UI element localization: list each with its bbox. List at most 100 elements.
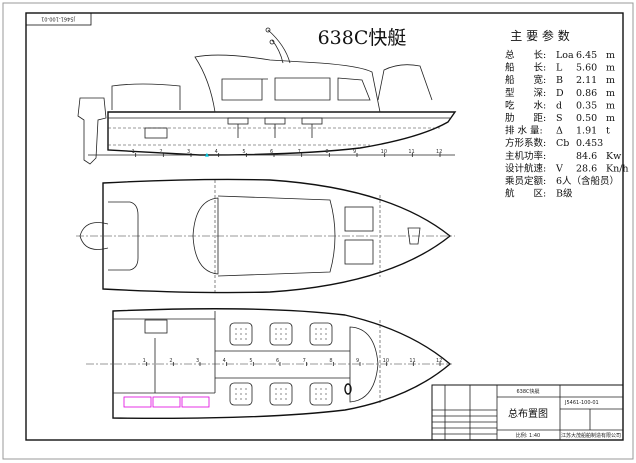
chair <box>229 382 253 406</box>
spec-label: 主机功率: <box>505 150 546 162</box>
spec-value: 84.6 <box>576 151 597 162</box>
deck-plan-view <box>76 178 455 294</box>
deck-outline <box>102 178 452 294</box>
hull-plan-outline <box>112 308 452 420</box>
spec-value: 28.6 <box>576 163 597 174</box>
spec-unit: m <box>606 50 615 61</box>
title-block-vessel: 638C快艇 <box>516 388 539 395</box>
spec-unit: m <box>606 100 615 111</box>
stern-seating-rail <box>111 83 181 110</box>
spec-label: 肋 距: <box>505 112 546 124</box>
spec-label: 乘员定额: <box>505 175 546 187</box>
battery-1 <box>123 396 152 408</box>
spec-value: 0.453 <box>576 138 603 149</box>
station-label: 7 <box>303 358 306 364</box>
station-label: 3 <box>196 358 199 364</box>
anchor-hatch <box>407 227 421 245</box>
spec-value: 0.50 <box>576 113 597 124</box>
station-label: 3 <box>187 149 190 155</box>
spec-value: 2.11 <box>576 75 597 86</box>
hatch-stbd <box>344 239 374 265</box>
drawing-title: 638C快艇 <box>318 27 407 49</box>
station-label: 6 <box>276 358 279 364</box>
windshield-rail <box>377 64 433 101</box>
spec-label: 航 区: <box>505 188 546 200</box>
spec-label: 吃 水: <box>505 99 546 111</box>
station-label: 9 <box>353 149 356 155</box>
spec-symbol: V <box>555 163 563 174</box>
station-label: 11 <box>408 149 414 155</box>
battery-2 <box>152 396 181 408</box>
spec-unit: m <box>606 113 615 124</box>
station-label: 1 <box>132 149 135 155</box>
spec-value: 5.60 <box>576 63 597 74</box>
helm-console <box>349 326 379 403</box>
battery-3 <box>181 396 210 408</box>
specs-heading: 主 要 参 数 <box>510 28 569 43</box>
spec-value: 1.91 <box>576 126 597 137</box>
title-block-company: 江苏大茂船舶制造有限公司 <box>561 432 621 439</box>
station-label: 5 <box>249 358 252 364</box>
title-block-number: J5461-100-01 <box>564 400 599 406</box>
steering-wheel-icon <box>344 383 352 395</box>
spec-symbol: Cb <box>556 138 569 149</box>
hatch-port <box>344 206 374 232</box>
drawing-frame <box>25 12 624 441</box>
spec-unit: t <box>606 126 610 137</box>
spec-value: 0.86 <box>576 88 597 99</box>
spec-label: 方形系数: <box>505 137 546 149</box>
spec-label: 总 长: <box>505 49 546 61</box>
station-label: 11 <box>409 358 415 364</box>
spec-symbol: d <box>556 100 562 111</box>
spec-unit: m <box>606 88 615 99</box>
chair <box>309 382 333 406</box>
light-icon <box>265 27 271 33</box>
spec-unit: m <box>606 63 615 74</box>
stern-well <box>108 201 139 271</box>
chair <box>269 382 293 406</box>
spec-value: B级 <box>556 188 573 200</box>
chair <box>229 322 253 346</box>
drawing-number-box: J5461-100-01 <box>25 12 92 26</box>
spec-value: 6人（含船员） <box>556 175 619 187</box>
spec-label: 船 长: <box>505 62 546 74</box>
spec-value: 0.35 <box>576 100 597 111</box>
spec-symbol: D <box>556 88 564 99</box>
chair <box>309 322 333 346</box>
passenger-seats <box>229 322 333 406</box>
station-label: 4 <box>215 149 218 155</box>
spec-symbol: B <box>556 75 563 86</box>
station-label: 4 <box>223 358 226 364</box>
spec-symbol: L <box>556 63 563 74</box>
spec-unit: Kn/h <box>606 163 629 174</box>
spec-value: 6.45 <box>576 50 597 61</box>
seats-side <box>227 117 323 138</box>
station-label: 12 <box>436 149 442 155</box>
spec-label: 船 宽: <box>505 74 546 86</box>
fuel-tank <box>144 127 168 139</box>
spec-label: 排 水 量: <box>505 125 543 137</box>
svg-text:▲: ▲ <box>205 152 209 158</box>
station-label: 2 <box>159 149 162 155</box>
title-block-sheet-title: 总布置图 <box>508 407 548 420</box>
title-block: 638C快艇 总布置图 比例: 1:40 J5461-100-01 江苏大茂船舶… <box>431 384 624 441</box>
spec-unit: Kw <box>606 151 621 162</box>
station-label: 2 <box>169 358 172 364</box>
spec-label: 型 深: <box>505 88 546 99</box>
station-label: 6 <box>270 149 273 155</box>
spec-unit: m <box>606 75 615 86</box>
spec-label: 设计航速: <box>505 162 546 174</box>
station-label: 5 <box>242 149 245 155</box>
engine-box <box>144 319 168 334</box>
station-label: 1 <box>143 358 146 364</box>
spec-symbol: S <box>556 113 563 124</box>
radar-arch <box>267 29 291 64</box>
chair <box>269 322 293 346</box>
spec-symbol: Loa <box>556 50 574 61</box>
title-block-scale: 比例: 1:40 <box>516 432 541 439</box>
drawing-number: J5461-100-01 <box>41 16 76 22</box>
